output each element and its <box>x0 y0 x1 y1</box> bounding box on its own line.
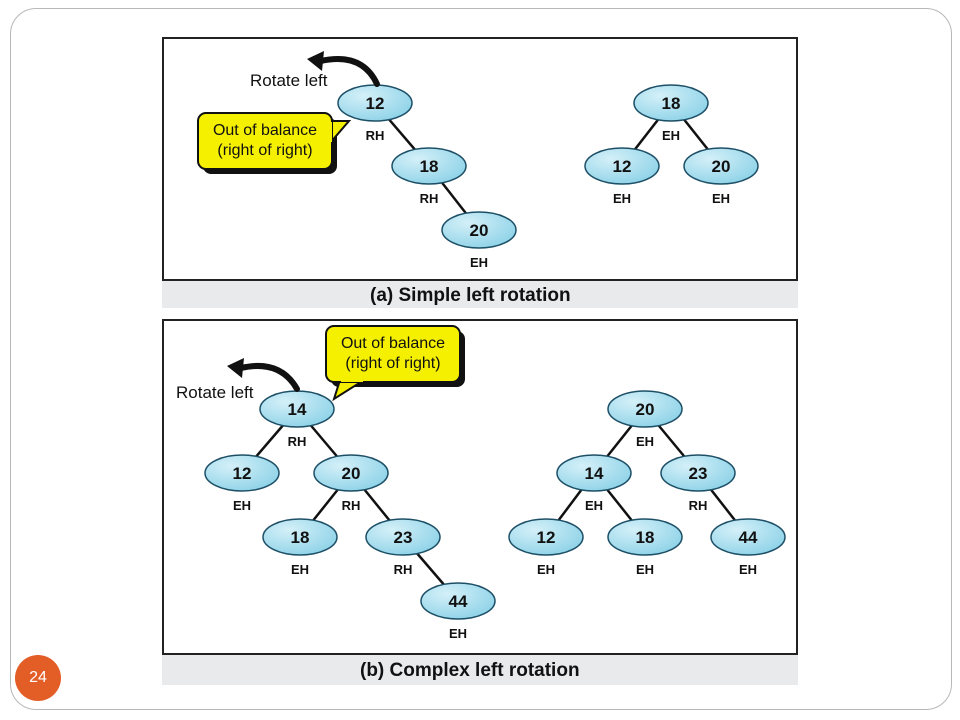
balance-factor-label: RH <box>689 498 708 513</box>
balance-factor-label: RH <box>342 498 361 513</box>
node-key-label: 12 <box>537 528 556 547</box>
balance-factor-label: RH <box>420 191 439 206</box>
node-key-label: 18 <box>662 94 681 113</box>
balance-factor-label: EH <box>613 191 631 206</box>
node-key-label: 18 <box>420 157 439 176</box>
node-key-label: 23 <box>394 528 413 547</box>
balance-factor-label: RH <box>288 434 307 449</box>
caption-complex-rotation: (b) Complex left rotation <box>360 660 580 681</box>
node-key-label: 14 <box>288 400 307 419</box>
caption-strip-a <box>162 281 798 308</box>
balance-factor-label: EH <box>739 562 757 577</box>
balance-factor-label: EH <box>636 434 654 449</box>
node-key-label: 12 <box>613 157 632 176</box>
balance-factor-label: EH <box>537 562 555 577</box>
rotate-left-label: Rotate left <box>176 383 254 402</box>
node-key-label: 44 <box>739 528 758 547</box>
node-key-label: 44 <box>449 592 468 611</box>
caption-simple-rotation: (a) Simple left rotation <box>370 285 571 306</box>
out-of-balance-callout: Out of balance (right of right) <box>325 325 465 402</box>
callout-line-0: Out of balance <box>213 122 317 139</box>
node-key-label: 18 <box>291 528 310 547</box>
node-key-label: 20 <box>342 464 361 483</box>
node-key-label: 20 <box>636 400 655 419</box>
node-key-label: 23 <box>689 464 708 483</box>
balance-factor-label: EH <box>636 562 654 577</box>
node-key-label: 20 <box>712 157 731 176</box>
callout-line-0: Out of balance <box>341 335 445 352</box>
diagram-complex-rotation: 14RH12EH20RH18EH23RH44EH20EH14EH23RH12EH… <box>176 325 786 641</box>
node-key-label: 12 <box>366 94 385 113</box>
balance-factor-label: RH <box>394 562 413 577</box>
caption-strip-b <box>162 655 798 685</box>
balance-factor-label: EH <box>449 626 467 641</box>
balance-factor-label: EH <box>470 255 488 270</box>
rotate-left-arrow-icon <box>307 51 380 87</box>
callout-line-1: (right of right) <box>217 142 312 159</box>
balance-factor-label: EH <box>712 191 730 206</box>
node-key-label: 14 <box>585 464 604 483</box>
node-key-label: 20 <box>470 221 489 240</box>
balance-factor-label: EH <box>662 128 680 143</box>
slide-number-badge: 24 <box>15 655 61 701</box>
balance-factor-label: EH <box>291 562 309 577</box>
balance-factor-label: EH <box>585 498 603 513</box>
node-key-label: 18 <box>636 528 655 547</box>
rotate-left-arrow-icon <box>227 358 300 392</box>
node-key-label: 12 <box>233 464 252 483</box>
rotate-left-label: Rotate left <box>250 71 328 90</box>
out-of-balance-callout: Out of balance (right of right) <box>197 112 352 174</box>
callout-line-1: (right of right) <box>345 355 440 372</box>
balance-factor-label: RH <box>366 128 385 143</box>
balance-factor-label: EH <box>233 498 251 513</box>
